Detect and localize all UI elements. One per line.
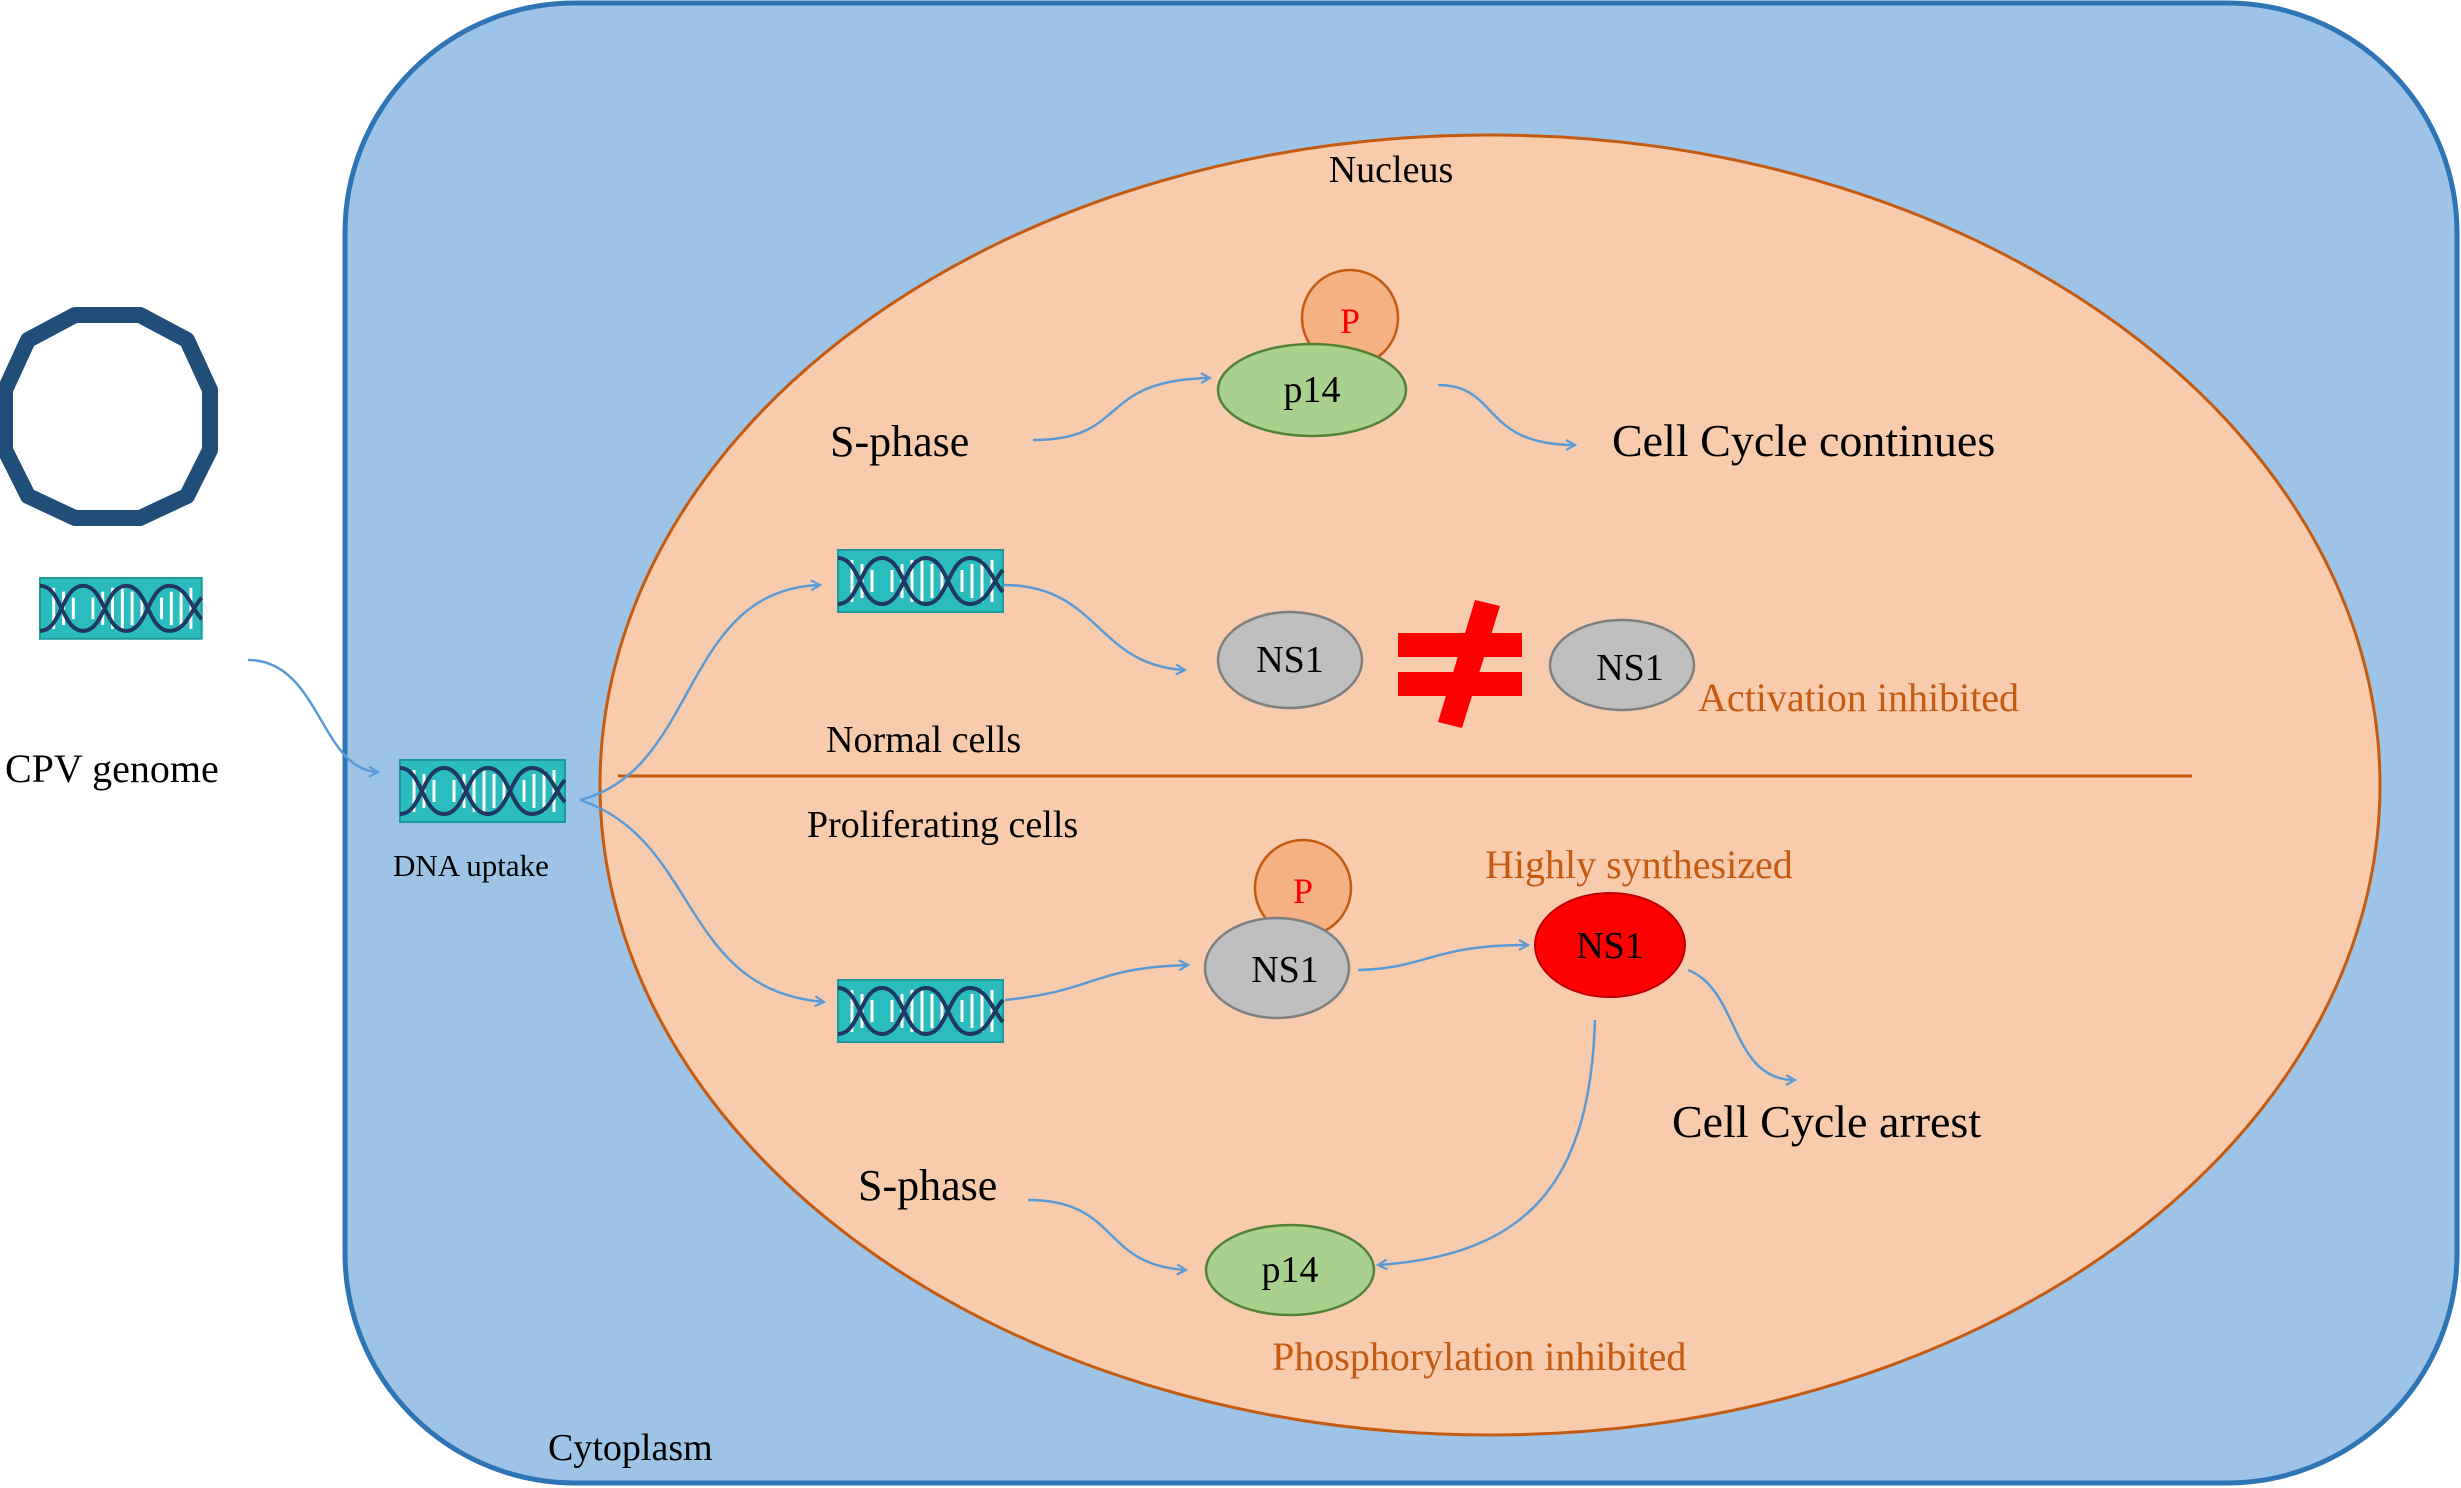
dna-icon-uptake [398,758,567,824]
nucleus-label: Nucleus [1329,149,1454,191]
cytoplasm-label: Cytoplasm [548,1427,713,1469]
arrow-uptake-to-normal [579,585,820,802]
ns1-normal-right-label: NS1 [1596,647,1664,689]
dna-icon-proliferating [836,978,1005,1044]
dna-icon-normal [836,548,1005,614]
ns1-protein-synthesized [1534,892,1686,998]
arrow-synth-to-arrest [1687,968,1795,1080]
ns1-protein-normal-right [1548,618,1696,712]
p14-protein-bottom [1204,1223,1376,1317]
arrow-ns1-to-synth [1357,945,1528,972]
cpv-genome-label: CPV genome [5,746,219,791]
arrow-dna-to-ns1-prolif [1004,965,1188,1002]
p14-top-label: p14 [1284,369,1341,411]
not-equal-icon [1398,600,1522,728]
phosphorylation-inhibited-label: Phosphorylation inhibited [1272,1334,1686,1379]
arrows [247,378,1795,1270]
nucleus-region [598,133,2382,1437]
arrow-sphase-to-p14-bottom [1027,1198,1186,1270]
s-phase-top-label: S-phase [830,417,969,466]
arrow-uptake-to-prolif [579,798,824,1002]
cell-cycle-arrest-label: Cell Cycle arrest [1672,1096,1981,1147]
ns1-protein-proliferating [1203,916,1351,1020]
ns1-synth-label: NS1 [1576,925,1644,967]
phospho-top-label: P [1340,301,1360,341]
dna-icon-virus [38,576,204,641]
p14-bottom-label: p14 [1262,1249,1319,1291]
s-phase-bottom-label: S-phase [858,1161,997,1210]
normal-cells-label: Normal cells [826,719,1021,761]
ns1-prolif-label: NS1 [1251,949,1319,991]
highly-synthesized-label: Highly synthesized [1485,842,1793,887]
arrow-sphase-to-p14 [1032,378,1210,442]
arrow-p14-to-continues [1437,383,1575,445]
activation-inhibited-label: Activation inhibited [1698,675,2019,720]
ns1-protein-normal-left [1216,610,1364,710]
arrow-dna-to-ns1 [1002,583,1185,670]
p14-protein-top [1216,342,1408,438]
ns1-normal-left-label: NS1 [1256,639,1324,681]
phospho-bottom-label: P [1293,871,1313,911]
virus-capsid-icon [0,307,218,526]
cell-cycle-continues-label: Cell Cycle continues [1612,415,1995,466]
dna-uptake-label: DNA uptake [393,848,549,883]
arrow-virus-to-uptake [247,658,378,772]
arrow-synth-to-p14 [1378,1019,1597,1265]
proliferating-cells-label: Proliferating cells [807,804,1078,846]
